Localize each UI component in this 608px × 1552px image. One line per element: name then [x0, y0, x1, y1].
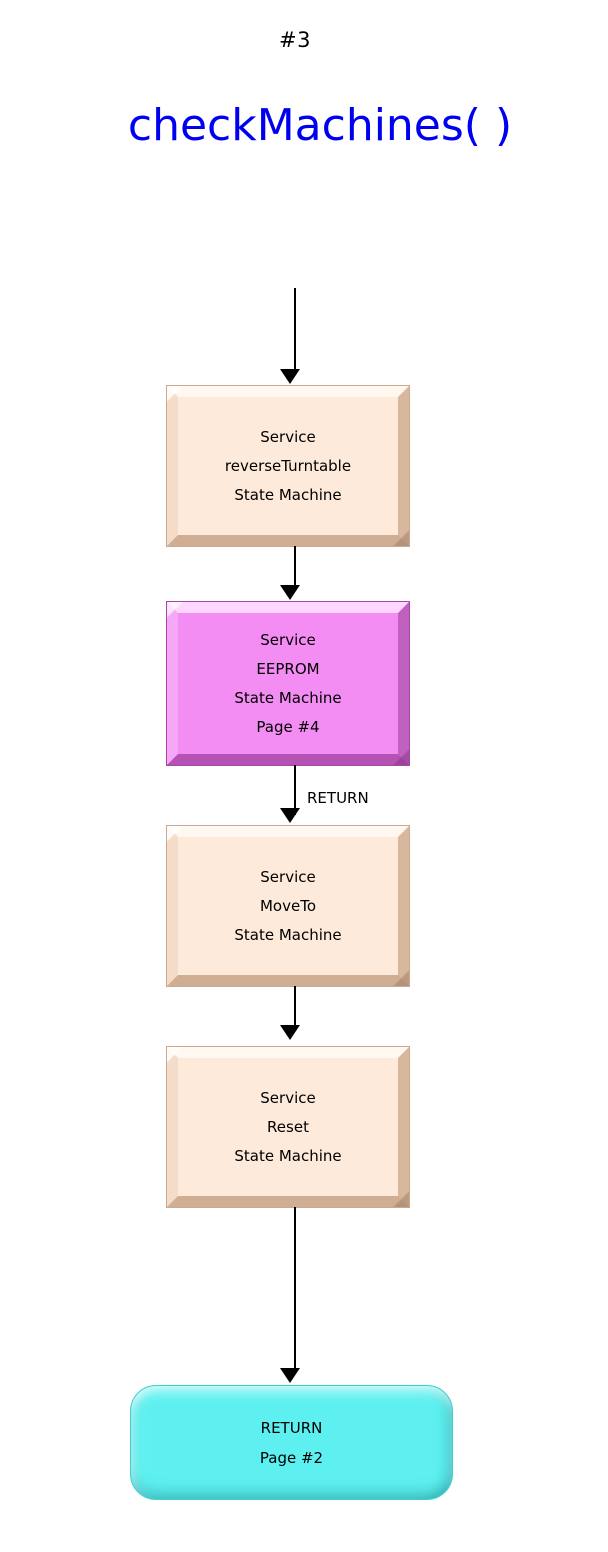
connector-reverse-to-eeprom — [294, 546, 296, 590]
node-line: Page #2 — [259, 1448, 324, 1467]
node-reverse-turntable[interactable]: Service reverseTurntable State Machine — [167, 386, 409, 546]
node-line: State Machine — [234, 925, 342, 944]
node-line: State Machine — [234, 1146, 342, 1165]
connector-eeprom-to-moveto — [294, 765, 296, 815]
node-line: Service — [260, 1088, 316, 1107]
arrowhead-entry — [280, 369, 300, 384]
node-line: EEPROM — [256, 659, 320, 678]
arrowhead-moveto-to-reset — [280, 1025, 300, 1040]
node-line: Reset — [267, 1117, 309, 1136]
node-line: Service — [260, 630, 316, 649]
node-eeprom[interactable]: Service EEPROM State Machine Page #4 — [167, 602, 409, 765]
node-line: Page #4 — [256, 717, 320, 736]
node-return-terminal[interactable]: RETURN Page #2 — [130, 1385, 453, 1500]
node-reset[interactable]: Service Reset State Machine — [167, 1047, 409, 1207]
arrowhead-reverse-to-eeprom — [280, 585, 300, 600]
page-title: checkMachines( ) — [127, 100, 513, 151]
arrowhead-reset-to-return — [280, 1368, 300, 1383]
node-line: State Machine — [234, 688, 342, 707]
node-line: State Machine — [234, 485, 342, 504]
node-line: Service — [260, 867, 316, 886]
arrowhead-eeprom-to-moveto — [280, 808, 300, 823]
node-moveto[interactable]: Service MoveTo State Machine — [167, 826, 409, 986]
connector-entry — [294, 288, 296, 372]
connector-reset-to-return — [294, 1207, 296, 1372]
edge-label-return: RETURN — [307, 789, 369, 807]
connector-moveto-to-reset — [294, 986, 296, 1030]
node-line: MoveTo — [259, 896, 316, 915]
node-line: reverseTurntable — [224, 456, 352, 475]
node-line: Service — [260, 427, 316, 446]
page-number: #3 — [279, 28, 311, 52]
node-line: RETURN — [260, 1418, 323, 1437]
